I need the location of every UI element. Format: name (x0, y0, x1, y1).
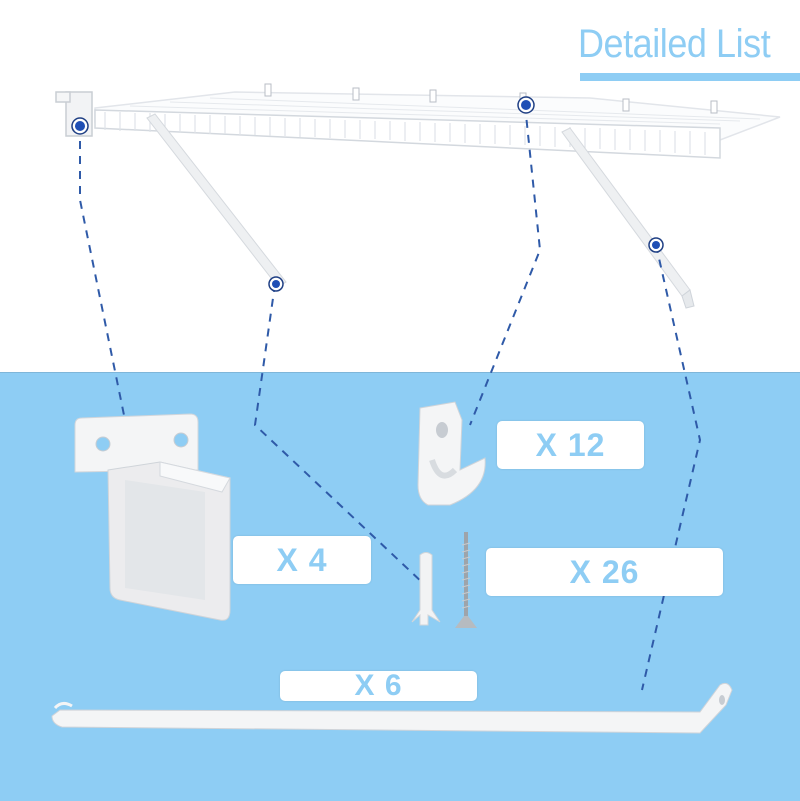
quantity-label-anchor-screw: X 26 (486, 548, 723, 596)
wall-clip-image (417, 401, 486, 506)
callout-dot-brace-end (648, 237, 664, 253)
quantity-label-bracket: X 4 (233, 536, 371, 584)
callout-dots (71, 96, 664, 292)
callout-dot-bracket (71, 117, 89, 135)
quantity-label-brace: X 6 (280, 669, 477, 702)
callout-dot-brace (268, 276, 284, 292)
callout-lines (79, 104, 702, 691)
quantity-text: X 26 (569, 553, 640, 590)
end-bracket-image (74, 413, 231, 621)
quantity-text: X 4 (276, 541, 328, 578)
support-brace-illustration (146, 113, 695, 309)
page-title: Detailed List (578, 22, 771, 66)
product-illustration-area (0, 0, 800, 372)
title-underline (580, 73, 800, 81)
callout-dot-clip (517, 96, 535, 114)
long-brace-image (51, 682, 733, 734)
quantity-text: X 12 (535, 426, 606, 463)
quantity-text: X 6 (354, 669, 403, 702)
quantity-label-clip: X 12 (497, 421, 644, 469)
anchor-screw-image (411, 532, 477, 628)
wire-shelf-illustration (55, 83, 781, 159)
